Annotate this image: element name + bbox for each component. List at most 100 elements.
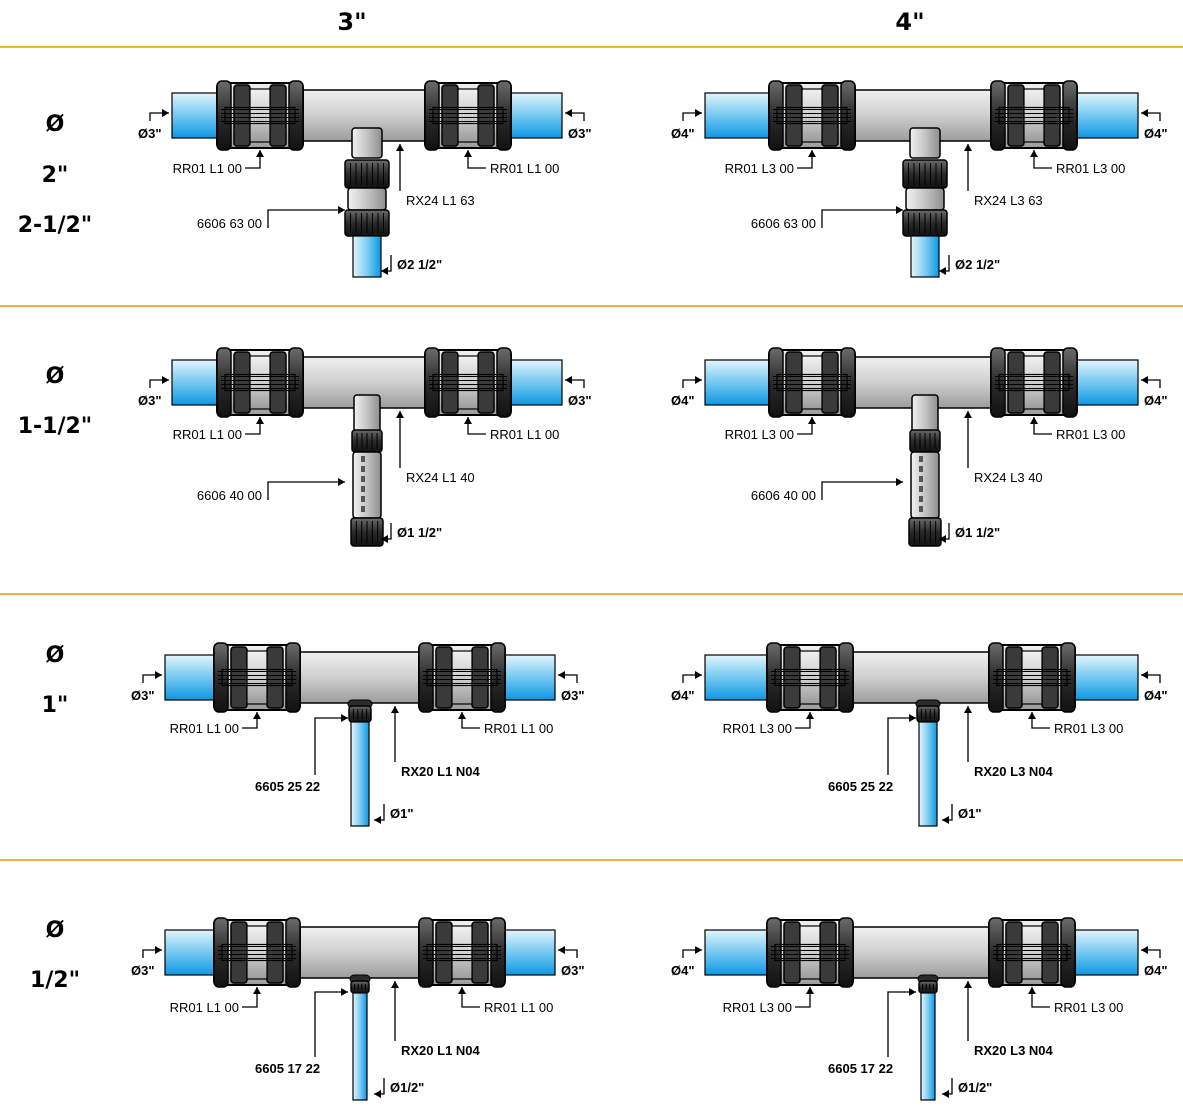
coupling-label-right: RR01 L3 00 (1056, 427, 1125, 442)
coupling-collar (766, 642, 782, 713)
arrow-head (396, 144, 404, 151)
arrow-head (806, 712, 814, 719)
coupling-collar (216, 347, 232, 418)
separator-line (0, 593, 1183, 595)
main-diameter-label-right: Ø3" (561, 688, 585, 703)
tee-outlet-stub (911, 394, 939, 436)
fitting-label: 6606 63 00 (197, 216, 262, 231)
coupling (216, 347, 304, 418)
separator-line (0, 859, 1183, 861)
coupling-collar (990, 347, 1006, 418)
arrow-head (695, 946, 702, 954)
arrow-head (338, 478, 345, 486)
arrow-head (808, 417, 816, 424)
coupling-collar (838, 642, 854, 713)
coupling-collar (768, 347, 784, 418)
arrow-head (256, 417, 264, 424)
arrow-head (256, 150, 264, 157)
arrow-head (155, 946, 162, 954)
coupling-nut (821, 351, 839, 414)
main-diameter-label-right: Ø3" (568, 126, 592, 141)
coupling-collar (766, 917, 782, 988)
leader-line (267, 481, 345, 500)
coupling-center (801, 355, 823, 410)
coupling-center (799, 650, 821, 705)
tee-part-label: RX24 L3 63 (974, 193, 1043, 208)
coupling-label-right: RR01 L1 00 (484, 1000, 553, 1015)
coupling-bolt (996, 668, 1068, 687)
leader-line (242, 712, 258, 729)
coupling-collar (490, 642, 506, 713)
coupling (418, 917, 506, 988)
coupling-label-right: RR01 L3 00 (1056, 161, 1125, 176)
main-diameter-label-left: Ø4" (671, 126, 695, 141)
coupling-label-left: RR01 L1 00 (173, 161, 242, 176)
coupling-center (246, 925, 268, 980)
arrow-head (964, 144, 972, 151)
coupling (990, 347, 1078, 418)
main-diameter-label-right: Ø3" (568, 393, 592, 408)
arrow-head (1028, 987, 1036, 994)
main-diameter-label-right: Ø4" (1144, 393, 1168, 408)
branch-adapter-nut (916, 705, 940, 723)
main-diameter-label-left: Ø3" (131, 688, 155, 703)
tee-part-label: RX24 L1 40 (406, 470, 475, 485)
coupling-nut (1005, 921, 1023, 984)
arrow-head (909, 714, 916, 722)
coupling-nut (441, 84, 459, 147)
coupling-center (246, 650, 268, 705)
coupling-label-left: RR01 L3 00 (725, 161, 794, 176)
branch-diameter-label: Ø1 1/2" (397, 525, 442, 540)
arrow-head (964, 706, 972, 713)
arrow-head (565, 109, 572, 117)
arrow-head (909, 988, 916, 996)
arrow-head (458, 987, 466, 994)
coupling-collar (1060, 917, 1076, 988)
column-header-4in: 4" (895, 8, 925, 36)
coupling (766, 917, 854, 988)
coupling-center (249, 88, 271, 143)
coupling (213, 917, 301, 988)
coupling-nut (230, 646, 248, 709)
coupling-collar (216, 80, 232, 151)
coupling-nut (1041, 921, 1059, 984)
coupling (424, 347, 512, 418)
coupling-center (801, 88, 823, 143)
leader-line (1033, 417, 1052, 435)
tee-part-label: RX20 L3 N04 (974, 1043, 1054, 1058)
leader-line (461, 712, 480, 729)
coupling (424, 80, 512, 151)
coupling-collar (285, 642, 301, 713)
arrow-head (338, 206, 345, 214)
coupling-nut (783, 921, 801, 984)
row-label-size: 1" (41, 693, 69, 718)
reducer-body (352, 451, 382, 519)
coupling-collar (990, 80, 1006, 151)
coupling-label-right: RR01 L3 00 (1054, 721, 1123, 736)
row-label-diameter-symbol: Ø (45, 918, 65, 943)
branch-adapter-nut (350, 980, 370, 994)
coupling-nut (435, 646, 453, 709)
arrow-head (374, 816, 381, 824)
coupling (988, 917, 1076, 988)
arrow-head (942, 1090, 949, 1098)
tee-part-label: RX20 L1 N04 (401, 764, 481, 779)
leader-line (795, 987, 811, 1008)
main-diameter-label-left: Ø4" (671, 688, 695, 703)
coupling-nut (821, 84, 839, 147)
leader-line (242, 987, 258, 1008)
coupling-nut (1043, 351, 1061, 414)
coupling (766, 642, 854, 713)
separator-line (0, 305, 1183, 307)
leader-line (314, 991, 348, 1057)
arrow-head (381, 535, 388, 543)
coupling-label-left: RR01 L1 00 (170, 1000, 239, 1015)
leader-line (797, 417, 813, 435)
coupling-label-left: RR01 L1 00 (173, 427, 242, 442)
coupling-nut (783, 646, 801, 709)
coupling-collar (988, 642, 1004, 713)
coupling-label-left: RR01 L3 00 (723, 1000, 792, 1015)
